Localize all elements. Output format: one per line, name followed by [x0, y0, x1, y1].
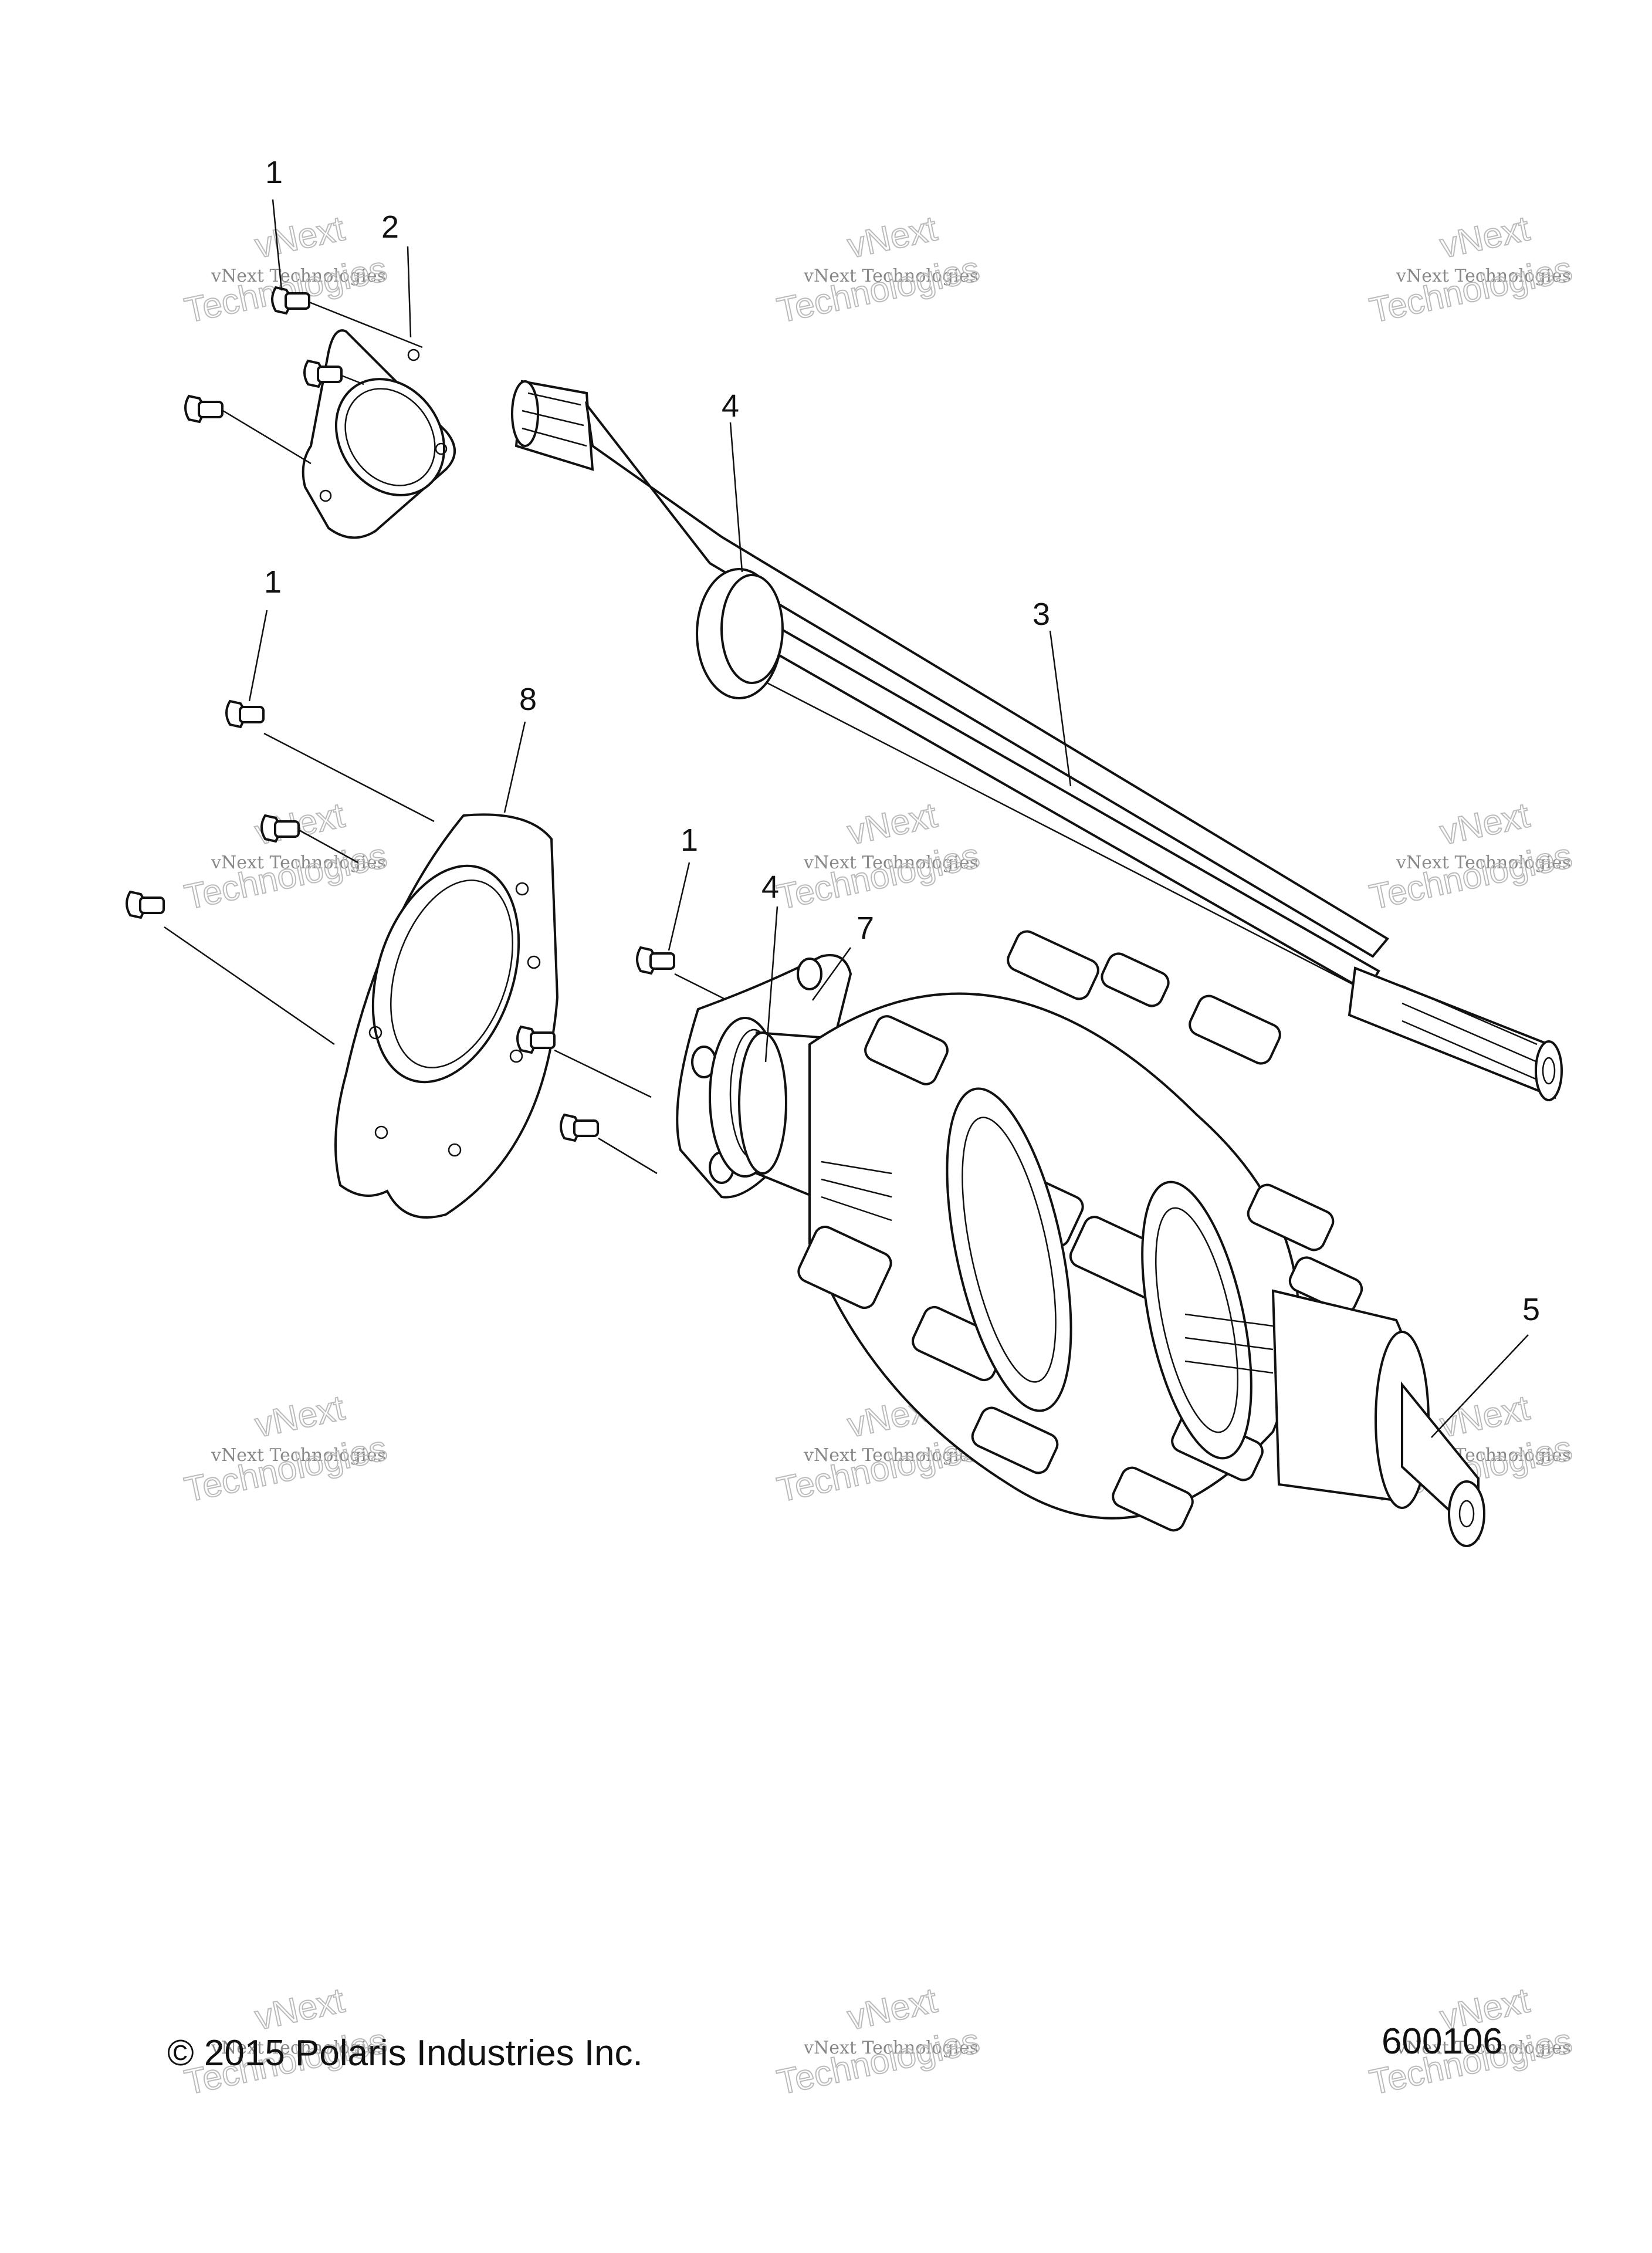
watermark-text: vNext Technologies	[211, 2038, 386, 2058]
watermark-text: Technologies	[181, 835, 391, 916]
callout-5: 5	[1522, 1292, 1540, 1327]
watermark-text: vNext Technologies	[803, 1445, 979, 1466]
watermark-text: Technologies	[181, 1428, 391, 1509]
watermark-text: Technologies	[774, 835, 983, 916]
callout-1: 1	[265, 155, 283, 190]
callout-1: 1	[681, 823, 698, 858]
watermark-text: vNext Technologies	[803, 266, 979, 286]
watermark-text: Technologies	[1366, 835, 1576, 916]
watermark-text: vNext	[252, 1980, 348, 2037]
differential-assembly	[676, 930, 1485, 1547]
bearing-retainer-plate-small	[302, 329, 456, 539]
callout-4: 4	[722, 388, 739, 424]
watermark-text: Technologies	[774, 2021, 983, 2102]
copyright-text: © 2015 Polaris Industries Inc.	[167, 2033, 643, 2073]
watermark-text: vNext	[844, 208, 940, 265]
watermark-text: vNext Technologies	[803, 2038, 979, 2058]
watermark-text: vNext	[844, 1980, 940, 2037]
callout-2: 2	[381, 209, 399, 245]
watermark-text: vNext Technologies	[211, 853, 386, 873]
watermark-text: Technologies	[774, 249, 983, 330]
bearing-retainer-plate-large	[334, 813, 559, 1219]
callout-3: 3	[1032, 597, 1050, 632]
watermark-text: Technologies	[1366, 249, 1576, 330]
figure-number: 600106	[1382, 2021, 1503, 2062]
bolts-lower	[516, 946, 746, 1175]
axle-shaft	[511, 380, 1563, 1101]
watermark-text: vNext	[252, 208, 348, 265]
watermark-text: vNext Technologies	[1396, 2038, 1571, 2058]
bolts-upper	[184, 286, 423, 465]
watermark-text: vNext Technologies	[211, 1445, 386, 1466]
watermark-text: vNext Technologies	[1396, 853, 1571, 873]
watermark-text: vNext Technologies	[803, 853, 979, 873]
watermark-text: vNext	[1437, 795, 1533, 852]
callout-labels: 1 2 4 3 1 8 1 4 7 5	[264, 155, 1540, 1327]
watermark-text: vNext	[844, 795, 940, 852]
watermark-text: vNext Technologies	[211, 266, 386, 286]
callout-leaders	[248, 199, 1529, 1438]
bearing-upper	[696, 568, 784, 699]
callout-7: 7	[857, 911, 874, 946]
watermark-text: vNext Technologies	[1396, 266, 1571, 286]
watermark-text: vNext	[252, 1388, 348, 1445]
callout-4: 4	[761, 870, 779, 905]
callout-1: 1	[264, 564, 282, 600]
callout-8: 8	[519, 682, 537, 717]
bolts-middle	[126, 699, 435, 1046]
watermark-text: vNext	[1437, 208, 1533, 265]
